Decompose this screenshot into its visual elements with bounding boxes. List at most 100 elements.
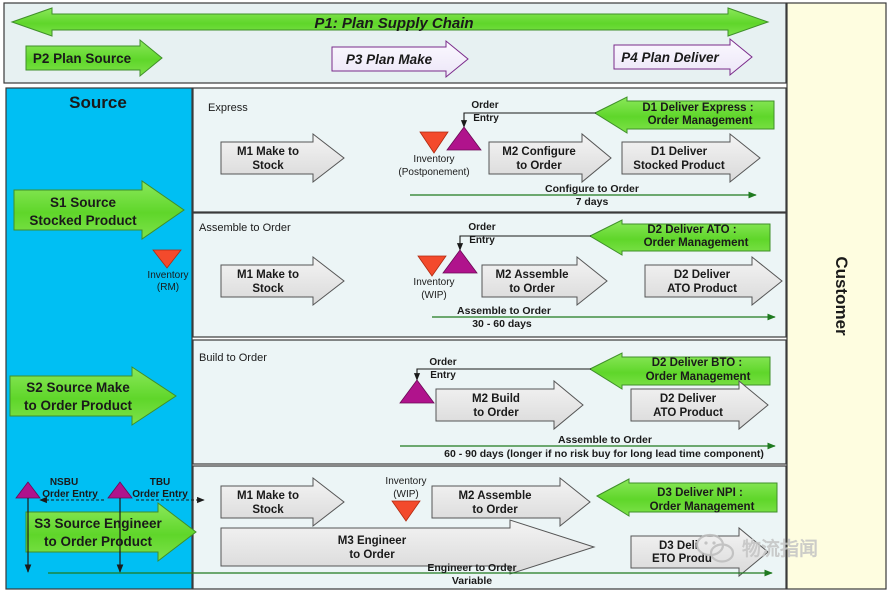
d3-npi-order-mgmt-arrow bbox=[596, 478, 778, 517]
wechat-icon bbox=[695, 533, 735, 563]
s3-label-line1: S3 Source Engineer bbox=[34, 516, 162, 531]
ato-order-entry-line1: Order bbox=[468, 222, 495, 233]
nsbu-line1: NSBU bbox=[50, 477, 78, 488]
express-d1-line1: D1 Deliver bbox=[651, 146, 708, 158]
d1-order-mgmt-arrow bbox=[593, 96, 775, 134]
ato-order-entry-line2: Entry bbox=[469, 235, 495, 246]
s1-source-stocked-arrow bbox=[13, 180, 185, 240]
customer-label: Customer bbox=[832, 256, 851, 336]
express-m1-line1: M1 Make to bbox=[237, 146, 299, 158]
bto-d2-line2: ATO Product bbox=[653, 407, 723, 419]
express-m2-line2: to Order bbox=[516, 160, 562, 172]
eto-m2-line1: M2 Assemble bbox=[458, 490, 531, 502]
express-d1-arrow bbox=[621, 132, 761, 184]
eto-d3-line1: D3 Deli bbox=[659, 540, 698, 552]
express-m1-arrow bbox=[220, 132, 345, 184]
express-m2-arrow bbox=[488, 132, 612, 184]
eto-m1-line1: M1 Make to bbox=[237, 490, 299, 502]
express-order-entry-line1: Order bbox=[471, 100, 498, 111]
tbu-line1: TBU bbox=[150, 477, 171, 488]
express-inventory-line2: (Postponement) bbox=[398, 167, 469, 178]
express-lead-line1: Configure to Order bbox=[545, 183, 639, 195]
eto-m3-line2: to Order bbox=[349, 549, 395, 561]
bto-d2-arrow bbox=[630, 379, 769, 431]
source-title: Source bbox=[69, 93, 127, 112]
p2-plan-source-arrow bbox=[25, 38, 163, 78]
ato-m2-line2: to Order bbox=[509, 283, 555, 295]
d2-ato-order-mgmt-arrow bbox=[588, 219, 771, 256]
express-d1-line2: Stocked Product bbox=[633, 160, 725, 172]
p3-label: P3 Plan Make bbox=[346, 52, 433, 67]
eto-lead-line2: Variable bbox=[452, 575, 492, 587]
d2-ato-mgmt-line1: D2 Deliver ATO : bbox=[647, 224, 736, 236]
d2-bto-order-mgmt-arrow bbox=[588, 352, 771, 390]
d1-mgmt-line2: Order Management bbox=[648, 115, 753, 127]
p1-plan-supply-chain-arrow bbox=[10, 7, 770, 37]
s1-label-line2: Stocked Product bbox=[29, 213, 137, 228]
s1-label-line1: S1 Source bbox=[50, 195, 117, 210]
bto-d2-line1: D2 Deliver bbox=[660, 393, 717, 405]
inventory-rm-triangle bbox=[152, 249, 182, 269]
customer-panel bbox=[786, 2, 887, 590]
p2-label: P2 Plan Source bbox=[33, 51, 132, 66]
d2-bto-mgmt-line1: D2 Deliver BTO : bbox=[652, 357, 743, 369]
eto-d3-line2: ETO Produ bbox=[652, 553, 712, 565]
express-lead-line2: 7 days bbox=[576, 196, 609, 208]
express-title: Express bbox=[208, 102, 248, 114]
nsbu-line2: Order Entry bbox=[42, 489, 98, 500]
eto-inventory-triangle bbox=[391, 500, 421, 522]
inventory-rm-line2: (RM) bbox=[157, 282, 179, 293]
express-inventory-triangle bbox=[419, 131, 449, 154]
eto-inventory-line1: Inventory bbox=[385, 476, 426, 487]
ato-order-entry-triangle bbox=[442, 249, 478, 274]
d2-ato-mgmt-line2: Order Management bbox=[644, 237, 749, 249]
ato-m2-arrow bbox=[481, 255, 608, 307]
p1-label: P1: Plan Supply Chain bbox=[314, 15, 473, 32]
bto-lead-line1: Assemble to Order bbox=[558, 434, 652, 446]
p4-plan-deliver-arrow bbox=[613, 37, 753, 77]
ato-d2-arrow bbox=[644, 255, 783, 307]
ato-title: Assemble to Order bbox=[199, 222, 291, 234]
bto-order-entry-line1: Order bbox=[429, 357, 456, 368]
express-m1-line2: Stock bbox=[252, 160, 284, 172]
ato-m1-line2: Stock bbox=[252, 283, 284, 295]
bto-m2-line2: to Order bbox=[473, 407, 519, 419]
watermark-text: 物流指闻 bbox=[742, 537, 818, 560]
ato-lead-line2: 30 - 60 days bbox=[472, 318, 532, 330]
p4-label: P4 Plan Deliver bbox=[621, 50, 719, 65]
eto-m1-arrow bbox=[220, 476, 345, 528]
express-order-entry-line2: Entry bbox=[473, 113, 499, 124]
ato-m2-line1: M2 Assemble bbox=[495, 269, 568, 281]
bto-order-entry-line bbox=[413, 368, 591, 381]
bto-lead-line2: 60 - 90 days (longer if no risk buy for … bbox=[444, 448, 764, 460]
s2-label-line2: to Order Product bbox=[24, 398, 133, 413]
ato-inventory-triangle bbox=[417, 255, 447, 277]
bto-title: Build to Order bbox=[199, 352, 267, 364]
eto-m3-line1: M3 Engineer bbox=[338, 535, 407, 547]
express-inventory-line1: Inventory bbox=[413, 154, 454, 165]
eto-lead-line1: Engineer to Order bbox=[427, 562, 516, 574]
eto-inventory-line2: (WIP) bbox=[393, 489, 419, 500]
s3-label-line2: to Order Product bbox=[44, 534, 153, 549]
watermark: 物流指闻 bbox=[695, 533, 818, 563]
eto-m3-arrow bbox=[220, 519, 596, 575]
ato-order-entry-line bbox=[456, 235, 591, 251]
d3-mgmt-line2: Order Management bbox=[650, 501, 755, 513]
bto-order-entry-triangle bbox=[399, 379, 435, 404]
s2-source-mto-arrow bbox=[9, 366, 177, 426]
d1-mgmt-line1: D1 Deliver Express : bbox=[642, 102, 753, 114]
s2-label-line1: S2 Source Make bbox=[26, 380, 130, 395]
d3-mgmt-line1: D3 Deliver NPI : bbox=[657, 487, 743, 499]
ato-inventory-line1: Inventory bbox=[413, 277, 454, 288]
ato-lead-line1: Assemble to Order bbox=[457, 305, 551, 317]
eto-m2-line2: to Order bbox=[472, 504, 518, 516]
express-order-entry-line bbox=[460, 112, 596, 128]
express-m2-line1: M2 Configure bbox=[502, 146, 575, 158]
bto-order-entry-line2: Entry bbox=[430, 370, 456, 381]
inventory-rm-line1: Inventory bbox=[147, 270, 188, 281]
ato-m1-line1: M1 Make to bbox=[237, 269, 299, 281]
bto-m2-arrow bbox=[435, 379, 584, 431]
tbu-line2: Order Entry bbox=[132, 489, 188, 500]
d2-bto-mgmt-line2: Order Management bbox=[646, 371, 751, 383]
